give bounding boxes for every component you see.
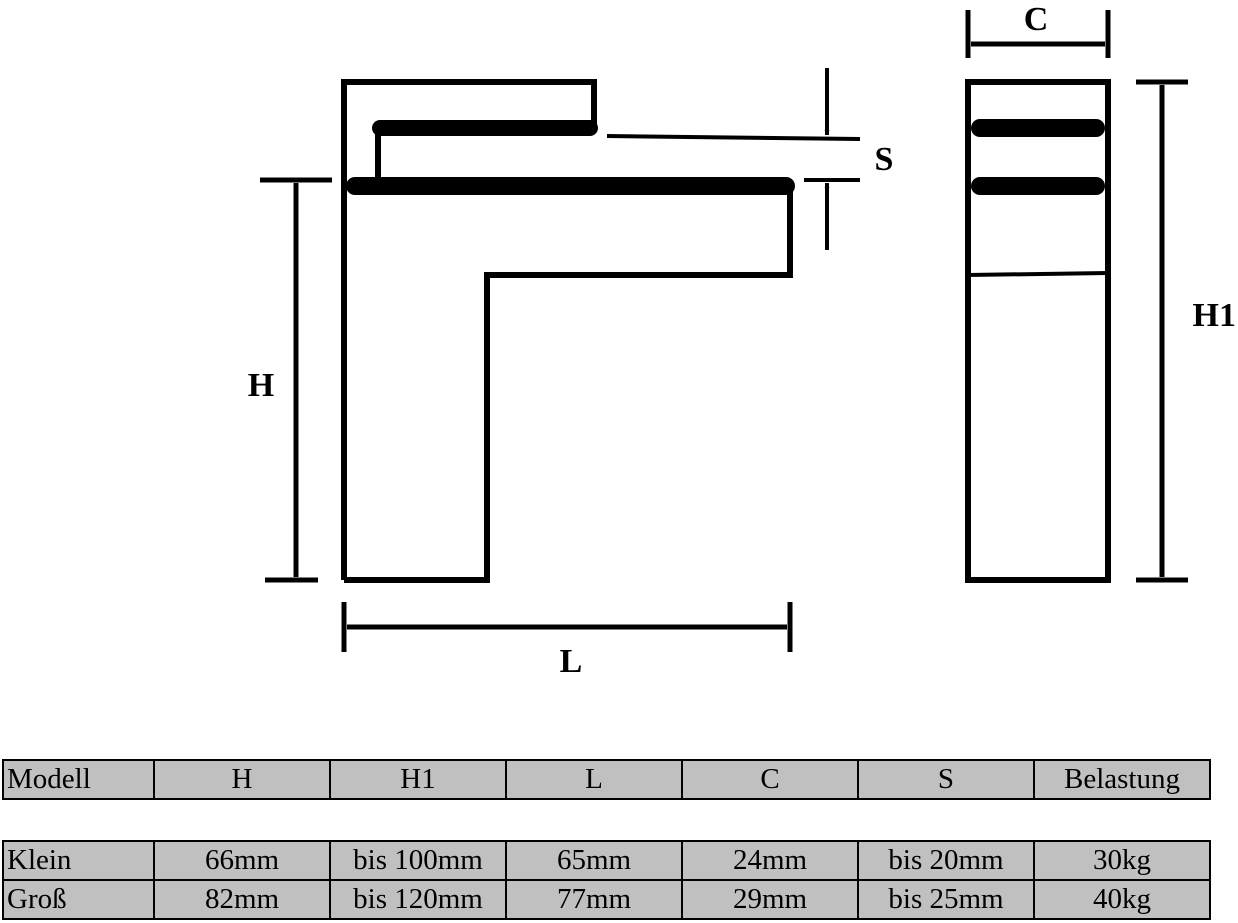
rubber-pads-side — [346, 120, 795, 195]
cell-h: 82mm — [153, 879, 331, 920]
header-cell-l: L — [505, 759, 683, 800]
cell-h1: bis 100mm — [329, 840, 507, 881]
header-cell-load: Belastung — [1033, 759, 1211, 800]
dimension-l — [341, 602, 793, 652]
cell-h1: bis 120mm — [329, 879, 507, 920]
cell-model: Groß — [2, 879, 155, 920]
cell-model: Klein — [2, 840, 155, 881]
s-label: S — [875, 141, 894, 178]
bracket-dimension-drawing: H L S C H1 — [248, 1, 1236, 680]
dimension-h — [260, 177, 332, 583]
header-cell-c: C — [681, 759, 859, 800]
table-header-row: Modell H H1 L C S Belastung — [2, 759, 1211, 800]
bracket-lower-jaw-outline — [344, 186, 793, 583]
side-view — [341, 79, 793, 583]
table-row: Groß 82mm bis 120mm 77mm 29mm bis 25mm 4… — [2, 879, 1211, 920]
spec-data-table: Klein 66mm bis 100mm 65mm 24mm bis 20mm … — [2, 840, 1211, 920]
cell-load: 30kg — [1033, 840, 1211, 881]
dimension-c — [965, 10, 1111, 58]
front-jaw-divider — [967, 271, 1109, 277]
front-view — [965, 79, 1111, 583]
header-cell-s: S — [857, 759, 1035, 800]
cell-h: 66mm — [153, 840, 331, 881]
rubber-pads-front — [971, 119, 1105, 195]
cell-l: 77mm — [505, 879, 683, 920]
h1-label: H1 — [1193, 297, 1236, 334]
cell-c: 29mm — [681, 879, 859, 920]
header-cell-h1: H1 — [329, 759, 507, 800]
header-cell-h: H — [153, 759, 331, 800]
dimension-s — [606, 68, 861, 250]
cell-s: bis 25mm — [857, 879, 1035, 920]
l-label: L — [560, 643, 583, 680]
cell-l: 65mm — [505, 840, 683, 881]
cell-c: 24mm — [681, 840, 859, 881]
spec-header-table: Modell H H1 L C S Belastung — [2, 759, 1211, 800]
table-row: Klein 66mm bis 100mm 65mm 24mm bis 20mm … — [2, 840, 1211, 881]
s-ext-top — [606, 134, 861, 141]
dimension-h1 — [1136, 79, 1188, 583]
h-label: H — [248, 367, 274, 404]
bracket-front-outline — [965, 79, 1111, 583]
c-label: C — [1024, 1, 1049, 38]
header-cell-model: Modell — [2, 759, 155, 800]
cell-load: 40kg — [1033, 879, 1211, 920]
cell-s: bis 20mm — [857, 840, 1035, 881]
bracket-side-outline — [341, 79, 597, 580]
